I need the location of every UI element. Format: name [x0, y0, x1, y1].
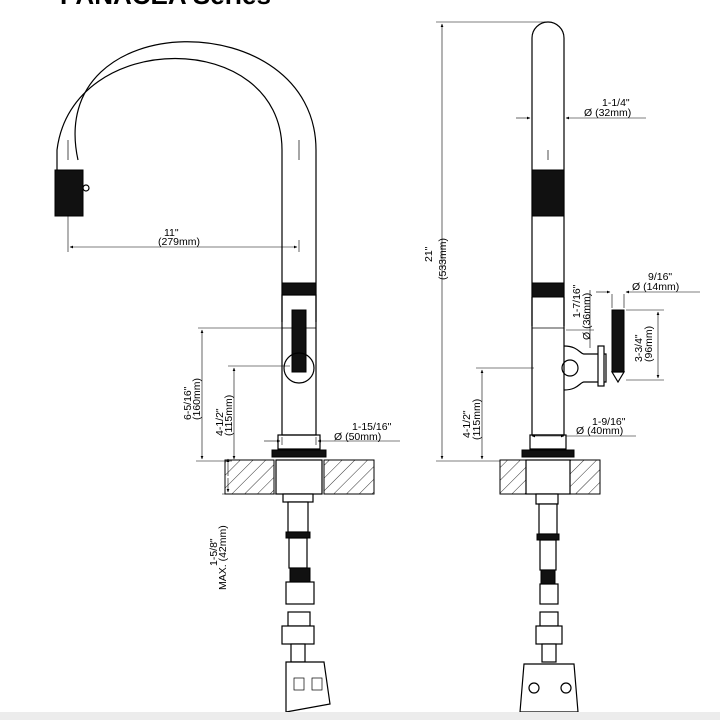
side-view: 11" (279mm) 6-5/16" (160mm) 4-1/2" (115m…: [54, 41, 400, 713]
reach-inch: 11": [164, 227, 179, 239]
side-handle-to-deck-inch: 4-1/2": [214, 408, 226, 436]
front-handle-to-deck-inch: 4-1/2": [461, 410, 473, 438]
side-base-dia-mm: Ø (50mm): [334, 431, 381, 443]
series-title: PANACEA Series: [60, 0, 271, 10]
body-ring: [281, 282, 317, 296]
handle-height-mm: (160mm): [191, 378, 203, 420]
handle-dia-inch: 9/16": [648, 271, 672, 283]
front-handle: [611, 309, 625, 373]
side-handle-to-deck-mm: (115mm): [223, 395, 235, 436]
front-base-dia-mm: Ø (40mm): [576, 425, 623, 437]
bottom-band: [0, 712, 720, 720]
handle-length-inch: 3-3/4": [633, 334, 645, 362]
reach-mm: (279mm): [158, 236, 200, 248]
handle-dia-mm: Ø (14mm): [632, 281, 679, 293]
spout-dia-mm: Ø (32mm): [584, 107, 631, 119]
side-base-dia-inch: 1-15/16": [352, 421, 392, 433]
total-height-inch: 21": [423, 246, 435, 262]
total-height-mm: (533mm): [437, 238, 449, 280]
body-dia-mm: Ø (36mm): [581, 293, 593, 340]
max-deck-mm: MAX. (42mm): [217, 525, 229, 590]
front-view: 21" (533mm) 1-1/4" Ø (32mm) 9/16" Ø (14m…: [423, 21, 700, 713]
max-deck-inch: 1-5/8": [208, 538, 220, 566]
body-dia-inch: 1-7/16": [571, 284, 583, 318]
spray-head-grip: [54, 169, 84, 217]
front-base-dia-inch: 1-9/16": [592, 416, 626, 428]
handle-length-mm: (96mm): [643, 326, 655, 362]
spout-dia-inch: 1-1/4": [602, 97, 630, 109]
countertop-section-left: [224, 459, 275, 495]
handle-height-inch: 6-5/16": [182, 386, 194, 420]
side-handle: [291, 309, 307, 373]
countertop-section-right: [499, 459, 527, 495]
front-handle-to-deck-mm: (115mm): [471, 399, 483, 440]
front-body-ring: [531, 282, 565, 298]
front-spray-grip: [531, 169, 565, 217]
